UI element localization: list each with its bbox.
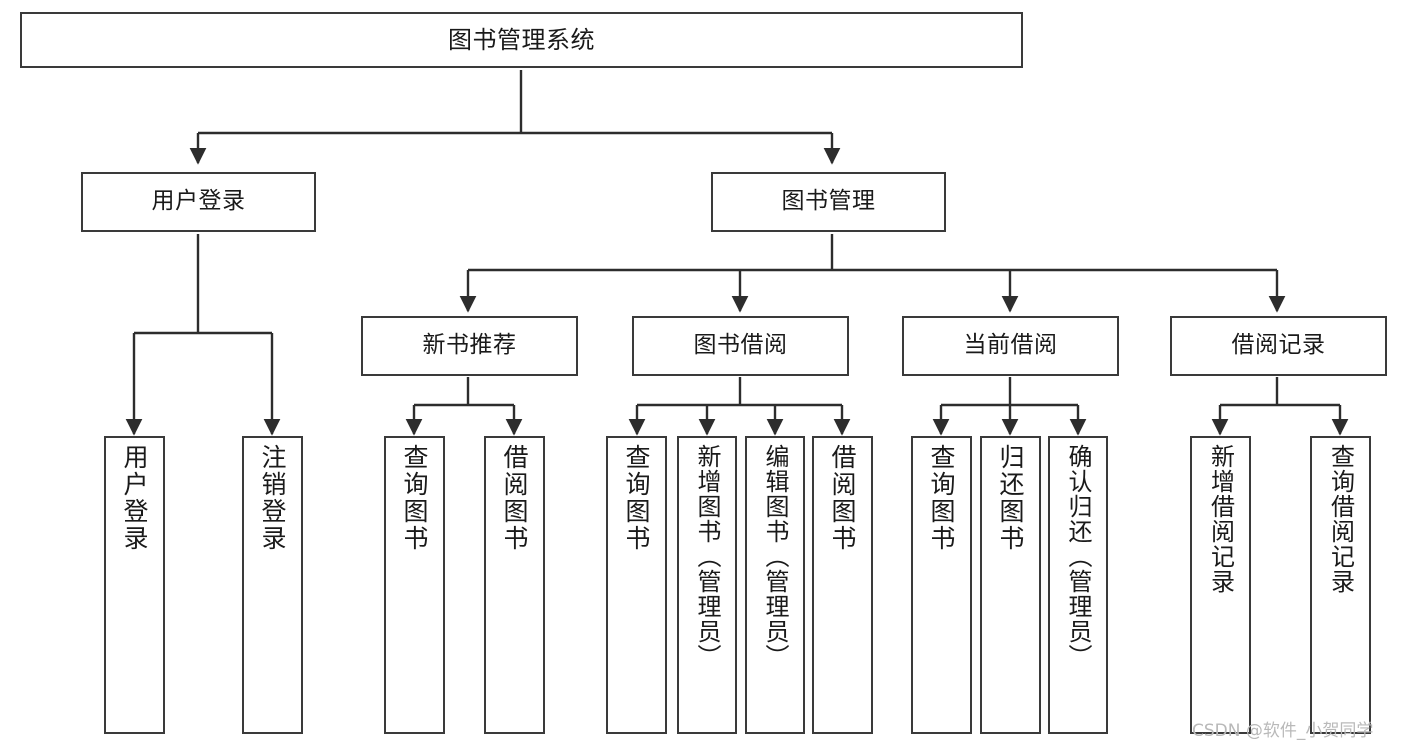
leaf-add-borrow-record[interactable]: 新增借阅记录 — [1190, 436, 1251, 734]
leaf-user-login[interactable]: 用户登录 — [104, 436, 165, 734]
node-root-book-management-system[interactable]: 图书管理系统 — [20, 12, 1023, 68]
leaf-logout-login[interactable]: 注销登录 — [242, 436, 303, 734]
node-label: 查询图书 — [622, 444, 651, 552]
leaf-query-borrow-record[interactable]: 查询借阅记录 — [1310, 436, 1371, 734]
leaf-edit-book[interactable]: 编辑图书（管理员） — [745, 436, 805, 734]
node-borrow-record[interactable]: 借阅记录 — [1170, 316, 1387, 376]
node-label: 确认归还（管理员） — [1064, 444, 1092, 669]
node-label: 借阅图书 — [500, 444, 529, 552]
leaf-return-book[interactable]: 归还图书 — [980, 436, 1041, 734]
csdn-watermark: CSDN @软件_小贺同学 — [1192, 721, 1374, 741]
node-book-management[interactable]: 图书管理 — [711, 172, 946, 232]
leaf-query-book-current[interactable]: 查询图书 — [911, 436, 972, 734]
node-label: 图书借阅 — [693, 332, 788, 359]
node-new-book-recommend[interactable]: 新书推荐 — [361, 316, 578, 376]
node-book-borrow[interactable]: 图书借阅 — [632, 316, 849, 376]
leaf-borrow-book[interactable]: 借阅图书 — [812, 436, 873, 734]
node-user-login[interactable]: 用户登录 — [81, 172, 316, 232]
node-label: 图书管理 — [781, 188, 876, 215]
node-label: 新增图书（管理员） — [693, 444, 721, 669]
node-current-borrow[interactable]: 当前借阅 — [902, 316, 1119, 376]
node-label: 查询借阅记录 — [1326, 444, 1355, 594]
node-label: 新增借阅记录 — [1206, 444, 1235, 594]
node-label: 归还图书 — [996, 444, 1025, 552]
node-label: 借阅记录 — [1231, 332, 1326, 359]
node-label: 查询图书 — [927, 444, 956, 552]
node-label: 图书管理系统 — [448, 25, 595, 54]
node-label: 用户登录 — [120, 444, 149, 552]
node-label: 当前借阅 — [963, 332, 1058, 359]
node-label: 查询图书 — [400, 444, 429, 552]
node-label: 用户登录 — [151, 188, 246, 215]
leaf-query-book-borrow[interactable]: 查询图书 — [606, 436, 667, 734]
leaf-query-book-recommend[interactable]: 查询图书 — [384, 436, 445, 734]
leaf-add-book[interactable]: 新增图书（管理员） — [677, 436, 737, 734]
node-label: 新书推荐 — [422, 332, 517, 359]
node-label: 借阅图书 — [828, 444, 857, 552]
leaf-confirm-return[interactable]: 确认归还（管理员） — [1048, 436, 1108, 734]
node-label: 编辑图书（管理员） — [761, 444, 789, 669]
leaf-borrow-book-recommend[interactable]: 借阅图书 — [484, 436, 545, 734]
node-label: 注销登录 — [258, 444, 287, 552]
